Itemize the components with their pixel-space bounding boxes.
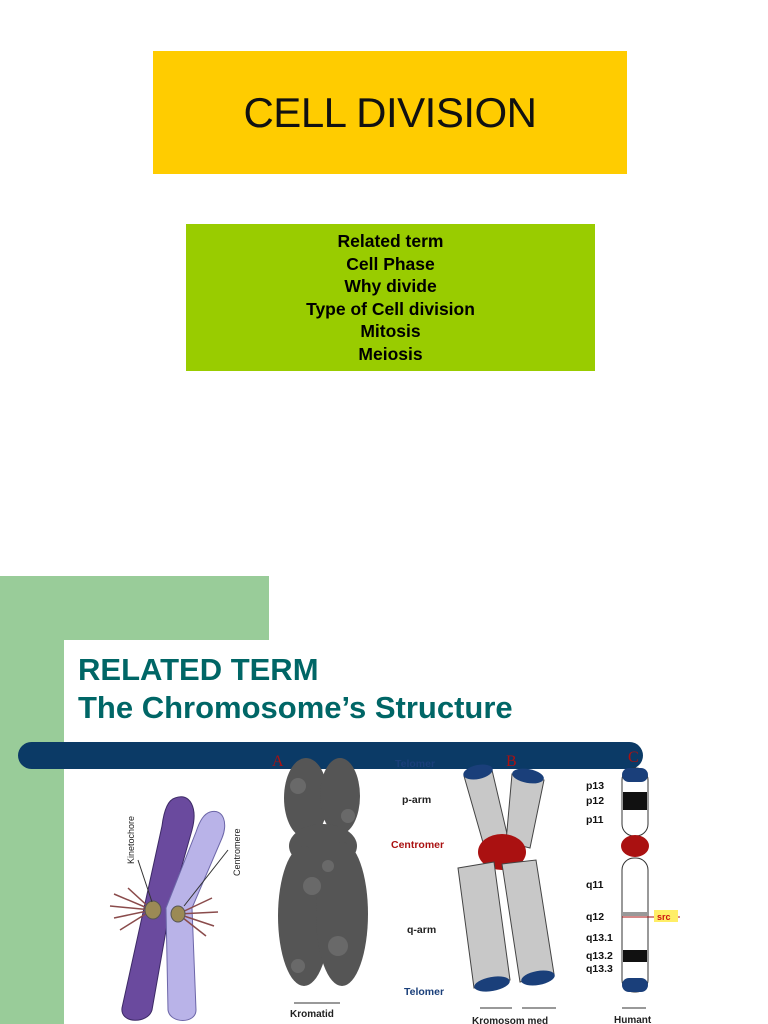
- panel-b-letter: B: [506, 753, 517, 770]
- band-label: q13.3: [586, 963, 613, 975]
- topic-item: Type of Cell division: [306, 298, 475, 319]
- topic-item: Meiosis: [358, 343, 423, 364]
- centromere-label: Centromere: [232, 828, 242, 876]
- panel-c-letter: C: [628, 749, 639, 766]
- p-arm-label: p-arm: [402, 794, 432, 806]
- topics-box: Related term Cell Phase Why divide Type …: [186, 224, 595, 371]
- slide-subheading: The Chromosome’s Structure: [78, 690, 513, 725]
- band-label: p12: [586, 795, 605, 807]
- band-label: q13.2: [586, 950, 613, 962]
- chromatid-micrograph: A Kromatid: [272, 753, 368, 1020]
- kinetochore-label: Kinetochore: [126, 816, 136, 864]
- src-label: src: [657, 912, 671, 922]
- telomer-bottom-label: Telomer: [404, 986, 445, 998]
- chromosome-illustration: Kinetochore Centromere: [109, 796, 242, 1021]
- kromosom-label: Kromosom med: [472, 1016, 548, 1024]
- panel-a-letter: A: [272, 753, 284, 770]
- band-label: q13.1: [586, 932, 613, 944]
- band-label: p13: [586, 780, 605, 792]
- band-label: p11: [586, 814, 604, 826]
- kinetochore-left: [144, 900, 162, 920]
- centromer-label: Centromer: [391, 839, 445, 851]
- slide-heading: RELATED TERM: [78, 652, 319, 687]
- kinetochore-right: [170, 905, 186, 923]
- chromosome-schematic: B Kromosom med: [457, 753, 556, 1024]
- kromatid-label: Kromatid: [290, 1009, 334, 1020]
- title-box: CELL DIVISION: [153, 51, 627, 174]
- topic-item: Related term: [337, 231, 444, 251]
- humant-label: Humant: [614, 1015, 652, 1024]
- topic-item: Why divide: [344, 276, 437, 296]
- band-label: q11: [586, 879, 604, 891]
- topic-item: Cell Phase: [346, 253, 435, 274]
- slide-title: CELL DIVISION: [243, 88, 537, 136]
- q-arm-label: q-arm: [407, 924, 437, 936]
- telomer-top-label: Telomer: [395, 758, 436, 770]
- banded-chromosome: C src Humant: [614, 749, 680, 1024]
- band-label: q12: [586, 911, 605, 923]
- topic-item: Mitosis: [360, 321, 421, 341]
